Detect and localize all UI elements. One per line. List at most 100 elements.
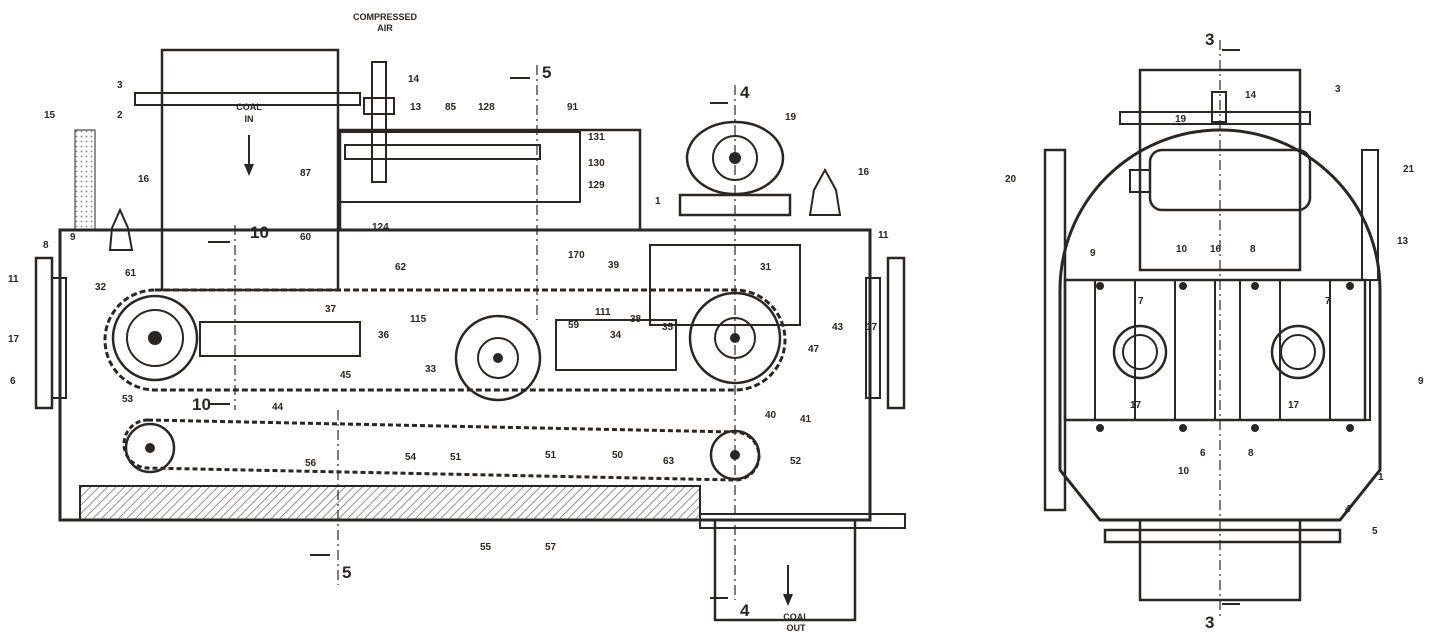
ref-11-left: 11 (8, 274, 19, 285)
tension-block (199, 321, 361, 357)
end-ref-19: 19 (1175, 114, 1187, 125)
end-ref-1: 1 (1378, 472, 1384, 483)
section-mark-4-top: 4 (740, 83, 750, 102)
ref-115: 115 (410, 314, 427, 325)
ref-128: 128 (478, 102, 495, 113)
ref-15: 15 (44, 110, 56, 121)
side-sectional-view: COMPRESSED AIR COAL IN COAL OUT 5 5 4 4 … (8, 12, 906, 633)
ref-91: 91 (567, 102, 579, 113)
section-mark-5-top: 5 (542, 63, 551, 82)
ref-31: 31 (760, 262, 772, 273)
ref-33: 33 (425, 364, 437, 375)
section-mark-5-bottom: 5 (342, 563, 351, 582)
end-ref-8-top: 8 (1250, 244, 1256, 255)
ref-51-b: 51 (545, 450, 557, 461)
end-view: 3 3 3 14 19 20 21 13 16 9 10 8 7 7 17 17… (1005, 30, 1424, 632)
ref-1: 1 (655, 196, 661, 207)
ref-87: 87 (300, 168, 312, 179)
ref-85: 85 (445, 102, 457, 113)
ref-61: 61 (125, 268, 137, 279)
screw-shaft (344, 144, 541, 160)
end-ref-5: 5 (1372, 526, 1378, 537)
end-view-drum (1058, 128, 1382, 522)
ref-13: 13 (410, 102, 422, 113)
ref-41: 41 (800, 414, 812, 425)
air-valve (371, 61, 387, 183)
coal-in-label: COAL (236, 102, 262, 112)
end-ref-17-right: 17 (1288, 400, 1300, 411)
ref-111: 111 (595, 307, 611, 318)
upper-belt-conveyor (103, 288, 787, 402)
section-mark-3-top: 3 (1205, 30, 1214, 49)
lower-chain-conveyor (122, 418, 761, 482)
ref-35: 35 (662, 322, 674, 333)
ref-3: 3 (117, 80, 123, 91)
ref-45: 45 (340, 370, 352, 381)
ref-17-left: 17 (8, 334, 20, 345)
hatched-wall-left (74, 129, 96, 231)
end-ref-7-left: 7 (1138, 296, 1144, 307)
ref-131: 131 (588, 132, 605, 143)
section-mark-4-bottom: 4 (740, 601, 750, 620)
coal-outlet-chute (713, 518, 857, 622)
ref-8: 8 (43, 240, 49, 251)
ref-129: 129 (588, 180, 605, 191)
section-mark-10-bottom: 10 (192, 395, 211, 414)
end-ref-6: 6 (1200, 448, 1206, 459)
ref-170: 170 (568, 250, 585, 261)
end-view-base-plate (1103, 528, 1342, 544)
ref-56: 56 (305, 458, 317, 469)
end-view-motor (1148, 148, 1312, 212)
ref-9: 9 (70, 232, 76, 243)
ref-14: 14 (408, 74, 420, 85)
ref-62: 62 (395, 262, 407, 273)
end-ref-7-right: 7 (1325, 296, 1331, 307)
pulley-33 (454, 314, 542, 402)
end-ref-14: 14 (1245, 90, 1257, 101)
flange-left (134, 92, 361, 106)
relief-valve-16-right (808, 167, 842, 216)
ref-124: 124 (372, 222, 389, 233)
ref-60: 60 (300, 232, 312, 243)
end-ref-8-bottom: 8 (1248, 448, 1254, 459)
end-ref-10-top: 10 (1176, 244, 1188, 255)
section-mark-10-top: 10 (250, 223, 269, 242)
end-ref-20: 20 (1005, 174, 1017, 185)
ref-63: 63 (663, 456, 675, 467)
ref-19: 19 (785, 112, 797, 123)
sprocket-32 (111, 294, 199, 382)
ref-53: 53 (122, 394, 134, 405)
ref-40: 40 (765, 410, 777, 421)
ref-36: 36 (378, 330, 390, 341)
ref-39: 39 (608, 260, 620, 271)
compressed-air-label-2: AIR (377, 23, 393, 33)
end-ref-21: 21 (1403, 164, 1415, 175)
ref-6-left: 6 (10, 376, 16, 387)
end-ref-3: 3 (1335, 84, 1341, 95)
compressed-air-label: COMPRESSED (353, 12, 418, 22)
end-ref-9: 9 (1090, 248, 1096, 259)
sight-glass-right (1270, 324, 1326, 380)
ref-130: 130 (588, 158, 605, 169)
compressed-air-box (339, 131, 581, 203)
end-ref-13: 13 (1397, 236, 1409, 247)
ref-50: 50 (612, 450, 624, 461)
ref-51-a: 51 (450, 452, 462, 463)
end-ref-4: 4 (1345, 504, 1351, 515)
relief-valve-16-left (108, 207, 134, 251)
ref-32: 32 (95, 282, 107, 293)
ref-54: 54 (405, 452, 417, 463)
ref-47: 47 (808, 344, 820, 355)
end-ref-17-left: 17 (1130, 400, 1142, 411)
ref-38: 38 (630, 314, 642, 325)
ref-59: 59 (568, 320, 580, 331)
end-cover-left (34, 256, 54, 410)
ref-37: 37 (325, 304, 337, 315)
end-ref-16: 16 (1210, 244, 1222, 255)
ref-11-right: 11 (878, 230, 889, 241)
end-ref-10-bottom: 10 (1178, 466, 1190, 477)
end-ref-9-right: 9 (1418, 376, 1424, 387)
insulated-floor (79, 485, 701, 521)
ref-52: 52 (790, 456, 802, 467)
